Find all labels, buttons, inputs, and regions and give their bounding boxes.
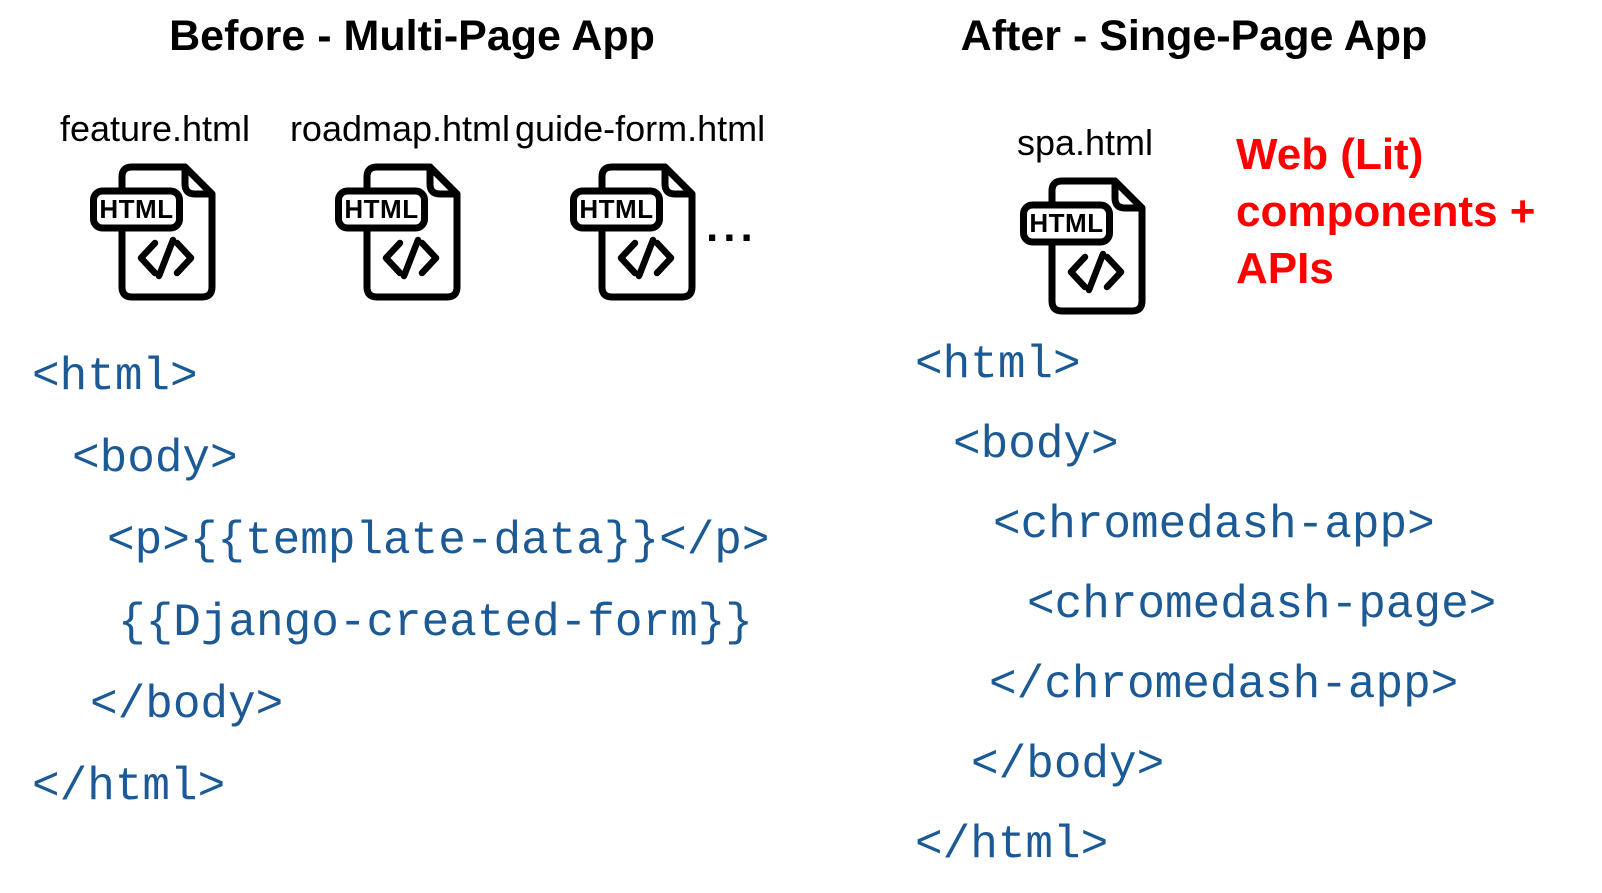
html-badge — [1020, 201, 1113, 246]
before-code-listing: <html> <body> <p>{{template-data}}</p> {{Dj… — [32, 336, 770, 828]
html-file-icon: HTML — [570, 163, 696, 301]
html-badge-text: HTML — [344, 194, 418, 224]
code-line: </chromedash-app> — [989, 659, 1459, 711]
html-badge — [335, 187, 428, 232]
code-line: </html> — [915, 819, 1109, 871]
code-line: </body> — [971, 739, 1165, 791]
more-files-ellipsis: ... — [706, 202, 758, 251]
annotation-line: APIs — [1236, 244, 1334, 293]
code-line: <chromedash-page> — [1027, 579, 1497, 631]
html-badge-text: HTML — [579, 194, 653, 224]
file-label-roadmap: roadmap.html — [289, 108, 511, 149]
code-line: </html> — [32, 761, 226, 813]
code-line: <p>{{template-data}}</p> — [107, 515, 770, 567]
code-line: <chromedash-app> — [993, 499, 1435, 551]
file-column-roadmap: roadmap.html HTML — [280, 106, 520, 301]
annotation-line: components + — [1236, 187, 1536, 236]
before-title: Before - Multi-Page App — [169, 12, 655, 60]
folded-corner — [426, 163, 461, 198]
code-line: <html> — [915, 339, 1081, 391]
html-badge-text: HTML — [1029, 208, 1103, 238]
code-line: <html> — [32, 351, 198, 403]
code-line: <body> — [953, 419, 1119, 471]
file-outline — [363, 163, 461, 301]
folded-corner — [181, 163, 216, 198]
html-badge — [90, 187, 183, 232]
code-brackets-icon — [137, 236, 195, 280]
file-column-spa: spa.html HTML — [965, 120, 1205, 315]
file-label-feature: feature.html — [59, 108, 251, 149]
html-file-icon: HTML — [335, 163, 461, 301]
file-column-guide-form: guide-form.html HTML — [515, 106, 766, 301]
annotation-line: Web (Lit) — [1236, 130, 1424, 179]
file-label-guide-form: guide-form.html — [515, 108, 766, 149]
file-outline — [598, 163, 696, 301]
html-file-icon: HTML — [1020, 177, 1146, 315]
html-file-icon: HTML — [90, 163, 216, 301]
file-column-feature: feature.html HTML — [35, 106, 275, 301]
file-label-spa: spa.html — [1016, 122, 1154, 163]
code-brackets-icon — [617, 236, 675, 280]
file-outline — [1048, 177, 1146, 315]
html-badge-text: HTML — [99, 194, 173, 224]
file-outline — [118, 163, 216, 301]
html-badge — [570, 187, 663, 232]
code-line: </body> — [90, 679, 284, 731]
after-title: After - Singe-Page App — [960, 12, 1428, 60]
after-code-listing: <html> <body> <chromedash-app> <chromedash-… — [915, 325, 1496, 885]
code-line: <body> — [72, 433, 238, 485]
code-brackets-icon — [1067, 250, 1125, 294]
code-line: {{Django-created-form}} — [118, 597, 753, 649]
folded-corner — [661, 163, 696, 198]
folded-corner — [1111, 177, 1146, 212]
code-brackets-icon — [382, 236, 440, 280]
web-components-annotation: Web (Lit) components + APIs — [1236, 126, 1536, 297]
